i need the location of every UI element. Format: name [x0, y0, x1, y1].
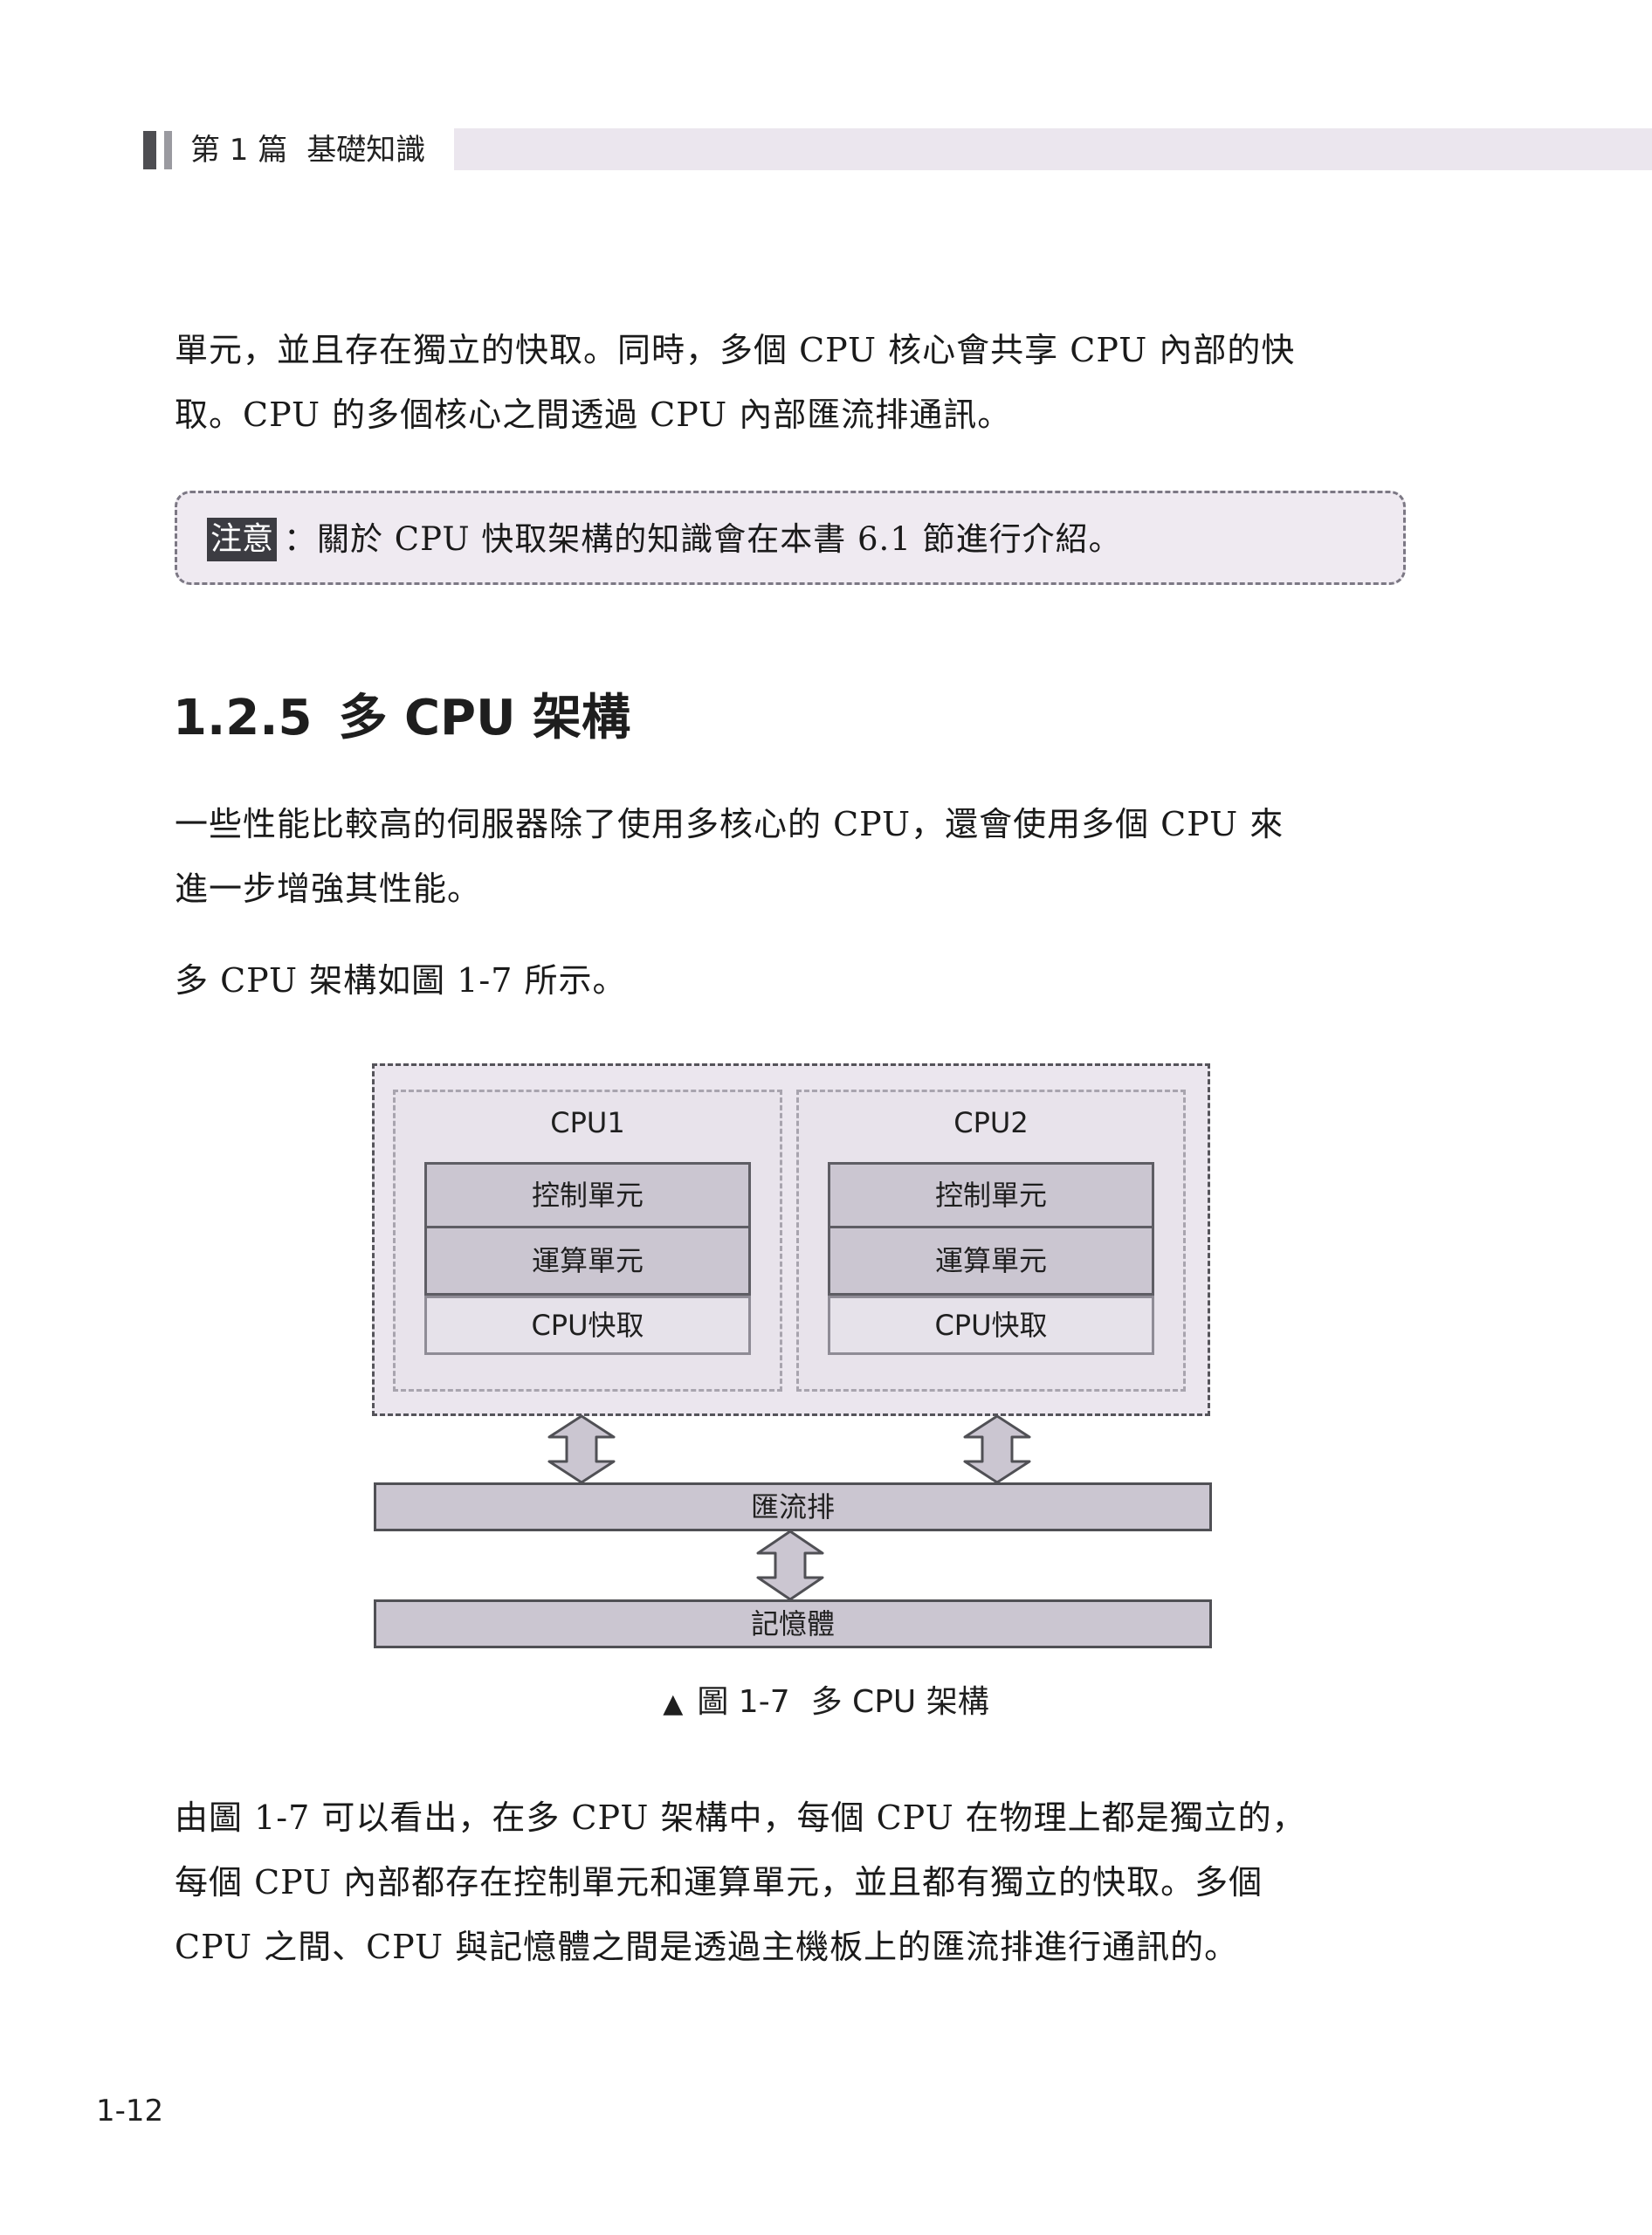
cpu1-alu: 運算單元: [424, 1226, 751, 1296]
section-title: 多 CPU 架構: [338, 690, 631, 746]
note-text: ：關於 CPU 快取架構的知識會在本書 6.1 節進行介紹。: [284, 520, 1122, 558]
paragraph-4-line-2: 每個 CPU 內部都存在控制單元和運算單元，並且都有獨立的快取。多個: [175, 1863, 1263, 1901]
bus-bar: 匯流排: [374, 1482, 1212, 1531]
paragraph-2-line-1: 一些性能比較高的伺服器除了使用多核心的 CPU，還會使用多個 CPU 來: [175, 805, 1284, 843]
cpu2-label: CPU2: [953, 1106, 1029, 1139]
caption-title: 多 CPU 架構: [810, 1684, 989, 1720]
cpu2-control-unit: 控制單元: [828, 1162, 1154, 1228]
bus-memory-arrow-icon: [756, 1530, 824, 1601]
header-marker-icon-secondary: [164, 131, 172, 169]
header-part: 第 1 篇: [190, 133, 288, 168]
paragraph-4-line-3: CPU 之間、CPU 與記憶體之間是透過主機板上的匯流排進行通訊的。: [175, 1928, 1239, 1966]
paragraph-3-line-1: 多 CPU 架構如圖 1-7 所示。: [175, 961, 627, 1000]
cpu1-control-unit: 控制單元: [424, 1162, 751, 1228]
paragraph-1-line-2: 取。CPU 的多個核心之間透過 CPU 內部匯流排通訊。: [175, 395, 1012, 434]
section-heading: 1.2.5 多 CPU 架構: [173, 679, 630, 758]
note-tag: 注意: [207, 518, 278, 561]
cpu2-cache: CPU快取: [828, 1296, 1154, 1355]
paragraph-2-line-2: 進一步增強其性能。: [175, 870, 482, 908]
caption-number: 圖 1-7: [697, 1684, 790, 1720]
cpu1-bus-arrow-icon: [547, 1414, 616, 1484]
cpu2-alu: 運算單元: [828, 1226, 1154, 1296]
cpu1-cache: CPU快取: [424, 1296, 751, 1355]
note-box: 注意 ：關於 CPU 快取架構的知識會在本書 6.1 節進行介紹。: [175, 491, 1406, 585]
figure-caption: ▲ 圖 1-7 多 CPU 架構: [0, 1678, 1652, 1729]
paragraph-1-line-1: 單元，並且存在獨立的快取。同時，多個 CPU 核心會共享 CPU 內部的快: [175, 331, 1296, 369]
page-number: 1-12: [96, 2094, 164, 2128]
memory-bar: 記憶體: [374, 1599, 1212, 1648]
running-header: 第 1 篇基礎知識: [190, 126, 425, 175]
caption-triangle-icon: ▲: [663, 1688, 684, 1719]
paragraph-4-line-1: 由圖 1-7 可以看出，在多 CPU 架構中，每個 CPU 在物理上都是獨立的，: [175, 1798, 1306, 1837]
header-band: [454, 128, 1652, 170]
cpu2-bus-arrow-icon: [963, 1414, 1031, 1484]
header-part-title: 基礎知識: [306, 133, 426, 168]
section-number: 1.2.5: [173, 690, 313, 746]
header-marker-icon: [143, 131, 156, 169]
cpu1-label: CPU1: [550, 1106, 625, 1139]
